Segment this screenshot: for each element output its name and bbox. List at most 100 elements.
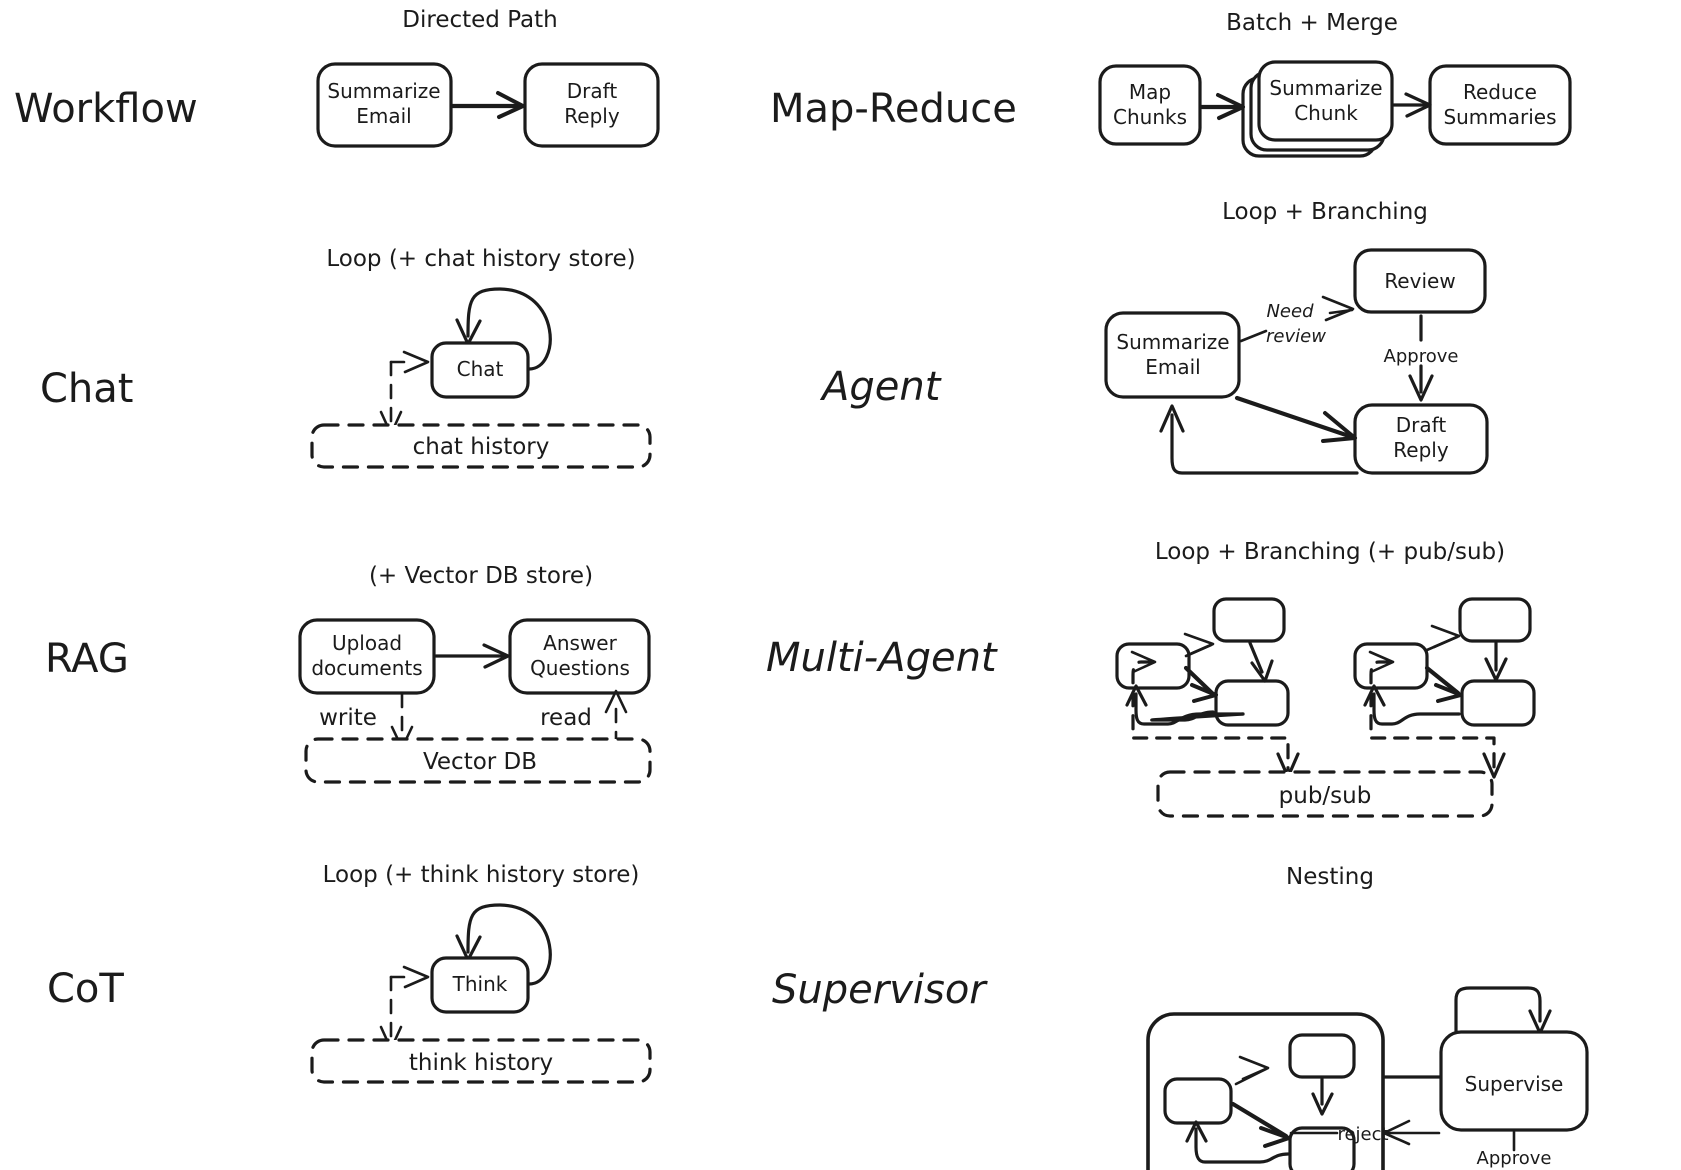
node-supervise[interactable]: [1439, 1030, 1589, 1132]
arrowhead-multi-a-left-to-top: [1183, 632, 1215, 657]
node-agent-review-label: Review: [1384, 269, 1455, 293]
arrowhead-pubsub-to-multi-b: [1368, 650, 1395, 674]
edge-multi-b-left-to-right: [1424, 665, 1461, 696]
node-upload-documents[interactable]: [298, 618, 436, 695]
edge-label-approve: Approve: [1384, 346, 1459, 367]
multi-agent-cluster-a: [1115, 597, 1300, 779]
node-summarize-email-line2: Email: [356, 104, 412, 128]
node-multi-b-right[interactable]: [1460, 679, 1536, 727]
node-summarize-chunk-line2: Chunk: [1294, 101, 1358, 125]
edge-label-review: review: [1266, 326, 1326, 347]
arrowhead-supervise-reject: [1382, 1119, 1411, 1146]
arrowhead-nested-left-to-top: [1238, 1055, 1270, 1081]
row-label-cot: CoT: [47, 966, 124, 1012]
edge-nested-bottom-to-left: [1194, 1127, 1290, 1164]
row-label-map-reduce: Map-Reduce: [770, 86, 1017, 132]
node-draft-reply[interactable]: [523, 62, 660, 148]
arrowhead-summarize-to-review: [1321, 295, 1355, 322]
edge-summarize-to-draft-diagonal: [1234, 395, 1355, 440]
edge-think-self-loop: [466, 903, 552, 986]
caption-nesting: Nesting: [1286, 864, 1374, 890]
caption-batch-merge: Batch + Merge: [1226, 10, 1398, 36]
pattern-agent: Agent Loop + Branching Summarize Email R…: [819, 199, 1489, 475]
node-nested-left[interactable]: [1163, 1077, 1233, 1125]
row-label-rag: RAG: [45, 636, 129, 682]
arrowhead-multi-a-top-to-right: [1250, 659, 1274, 683]
node-reduce-summaries-line1: Reduce: [1463, 80, 1537, 104]
row-label-multi-agent: Multi-Agent: [766, 635, 998, 681]
edge-nested-left-to-bottom: [1230, 1101, 1289, 1139]
arrowhead-summarize-to-draft: [496, 91, 525, 119]
caption-vector-db-store: (+ Vector DB store): [369, 563, 593, 589]
edge-summarize-to-review: [1239, 329, 1268, 343]
caption-multi-loop-branching: Loop + Branching (+ pub/sub): [1155, 539, 1505, 565]
edge-label-need: Need: [1266, 301, 1314, 322]
node-answer-questions-line2: Questions: [530, 656, 630, 680]
arrowhead-nested-top-to-bottom: [1311, 1092, 1334, 1116]
node-reduce-summaries-line2: Summaries: [1443, 105, 1556, 129]
node-nested-top[interactable]: [1288, 1033, 1356, 1079]
node-answer-questions[interactable]: [508, 618, 651, 695]
node-nested-bottom[interactable]: [1288, 1126, 1356, 1170]
pattern-multi-agent: Multi-Agent Loop + Branching (+ pub/sub): [766, 539, 1536, 818]
store-vector-db-label: Vector DB: [423, 749, 537, 775]
pattern-workflow: Workflow Directed Path Summarize Email D…: [14, 7, 660, 148]
pattern-rag: RAG (+ Vector DB store) Upload documents…: [45, 563, 652, 784]
arrowhead-nested-left-to-bottom: [1259, 1126, 1291, 1148]
arrowhead-pubsub-to-multi-a: [1130, 650, 1157, 674]
caption-chat-loop: Loop (+ chat history store): [326, 246, 635, 272]
node-multi-a-top[interactable]: [1212, 597, 1286, 643]
node-supervise-label: Supervise: [1465, 1072, 1564, 1096]
node-think-label: Think: [452, 972, 508, 996]
node-map-chunks[interactable]: [1098, 64, 1202, 146]
node-draft-reply-line1: Draft: [567, 79, 618, 103]
node-agent-summarize-email-line1: Summarize: [1116, 330, 1229, 354]
arrowhead-multi-b-left-to-right: [1434, 683, 1463, 703]
caption-agent-loop-branching: Loop + Branching: [1222, 199, 1428, 225]
node-agent-review[interactable]: [1353, 248, 1487, 314]
node-multi-b-top[interactable]: [1458, 597, 1532, 643]
node-upload-documents-line1: Upload: [332, 631, 402, 655]
pattern-supervisor: Supervisor Nesting Supervise reject Appr…: [772, 864, 1589, 1170]
node-chat[interactable]: [430, 341, 530, 399]
node-agent-draft-reply-line2: Reply: [1393, 438, 1449, 462]
caption-directed-path: Directed Path: [402, 7, 557, 33]
edge-draft-to-summarize-loop: [1170, 413, 1359, 475]
store-think-history-label: think history: [409, 1050, 553, 1076]
arrowhead-multi-b-top-to-right: [1484, 657, 1508, 682]
node-summarize-chunk-line1: Summarize: [1269, 76, 1382, 100]
arrowhead-vectordb-to-read: [604, 689, 628, 714]
pattern-chat: Chat Loop (+ chat history store) Chat ch…: [40, 246, 652, 469]
node-agent-draft-reply-line1: Draft: [1396, 413, 1447, 437]
edge-multi-a-left-to-right: [1183, 665, 1215, 696]
node-multi-b-left[interactable]: [1353, 642, 1429, 690]
store-pub-sub[interactable]: [1156, 770, 1494, 818]
arrowhead-map-to-summarize: [1216, 93, 1245, 120]
pattern-map-reduce: Map-Reduce Batch + Merge Map Chunks Summ…: [770, 10, 1572, 158]
node-summarize-chunk[interactable]: [1257, 60, 1394, 142]
edge-multi-a-top-to-right: [1248, 641, 1264, 674]
node-chat-label: Chat: [457, 357, 504, 381]
node-upload-documents-line2: documents: [311, 656, 422, 680]
arrowhead-upload-to-answer: [482, 643, 510, 669]
edge-label-supervisor-approve: Approve: [1477, 1148, 1552, 1169]
store-chat-history-label: chat history: [413, 434, 550, 460]
arrowhead-draft-to-summarize-loop: [1159, 404, 1185, 433]
edge-label-reject: reject: [1337, 1124, 1388, 1145]
pattern-cot: CoT Loop (+ think history store) Think t…: [47, 862, 652, 1084]
arrowhead-summarize-to-draft-diagonal: [1321, 411, 1357, 443]
store-vector-db[interactable]: [304, 737, 652, 784]
edge-multi-b-right-to-left: [1372, 692, 1461, 726]
node-multi-a-left[interactable]: [1115, 642, 1191, 690]
node-think[interactable]: [430, 956, 530, 1014]
store-chat-history[interactable]: [310, 423, 652, 469]
arrowhead-multi-a-right-to-left: [1125, 684, 1148, 707]
edge-multi-a-right-to-left: [1134, 692, 1245, 726]
node-agent-summarize-email[interactable]: [1104, 311, 1241, 399]
row-label-chat: Chat: [40, 366, 133, 412]
store-think-history[interactable]: [310, 1038, 652, 1084]
node-map-chunks-line2: Chunks: [1113, 105, 1187, 129]
node-multi-a-right[interactable]: [1214, 679, 1290, 727]
